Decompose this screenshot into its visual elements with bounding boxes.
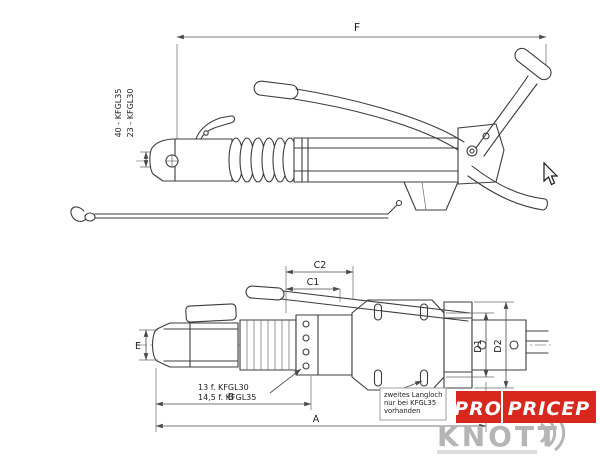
bolt-hole bbox=[302, 348, 310, 356]
mounting-plate-plan bbox=[351, 299, 445, 391]
slot-note-line1: zweites Langloch bbox=[384, 391, 442, 399]
knott-tagline-bar bbox=[437, 450, 537, 454]
coupling-head-plan bbox=[151, 303, 239, 368]
dimension-c1: C1 bbox=[285, 277, 341, 302]
dimension-d2: D2 bbox=[474, 301, 514, 389]
breakaway-cable bbox=[70, 199, 403, 222]
bellows-plan bbox=[239, 319, 297, 371]
lower-lever-arm bbox=[467, 165, 548, 211]
support-bracket bbox=[403, 181, 459, 211]
housing-plan bbox=[295, 314, 353, 376]
dim-label-d2: D2 bbox=[493, 339, 504, 352]
bolt-hole bbox=[302, 320, 310, 328]
dimension-b: B bbox=[155, 368, 312, 432]
slot-note-line2: nur bei KFGL35 bbox=[384, 399, 436, 407]
dim-label-d1: D1 bbox=[473, 339, 484, 352]
bolt-hole bbox=[302, 334, 310, 342]
dim-label-c1: C1 bbox=[307, 277, 320, 288]
cursor-icon bbox=[543, 161, 559, 186]
slot-hole bbox=[419, 303, 429, 321]
dim-label-a: A bbox=[313, 414, 320, 425]
label-kfgl35: 40 - KFGL35 bbox=[114, 89, 123, 138]
damper-assembly-plan bbox=[471, 319, 549, 371]
lever-pivot-plate bbox=[457, 123, 505, 185]
knott-watermark-text: KNOTT bbox=[437, 420, 560, 453]
dim-label-b: B bbox=[228, 392, 235, 403]
dim-label-e: E bbox=[135, 341, 141, 352]
coupling-handle-plan bbox=[185, 303, 237, 323]
slot-note-line3: vorhanden bbox=[384, 407, 420, 415]
dimension-f: F bbox=[176, 21, 547, 149]
dim-label-c2: C2 bbox=[314, 260, 327, 271]
plan-view: C2 C1 E D1 D2 bbox=[135, 260, 552, 432]
hole-diameter-note: 13 f. KFGL30 14,5 f. KFGL35 bbox=[198, 368, 302, 402]
hole-note-line2: 14,5 f. KFGL35 bbox=[198, 393, 256, 402]
handbrake-lever-position-2 bbox=[475, 47, 552, 157]
slot-hole bbox=[373, 303, 383, 321]
coupling-release-handle bbox=[195, 115, 236, 140]
side-view: F 40 - KFGL35 23 - KFGL30 bbox=[70, 21, 552, 222]
crossmember-plan bbox=[443, 301, 473, 389]
hole-note-leader bbox=[269, 368, 302, 394]
coupling-head-side bbox=[149, 115, 236, 182]
logo-right-box bbox=[503, 391, 596, 423]
hole-note-line1: 13 f. KFGL30 bbox=[198, 383, 249, 392]
handbrake-lever-position-1 bbox=[253, 80, 465, 151]
knott-watermark: KNOTT bbox=[437, 414, 566, 454]
slot-hole bbox=[373, 369, 383, 387]
housing-tube-side bbox=[293, 123, 505, 211]
slot-note-box: zweites Langloch nur bei KFGL35 vorhande… bbox=[379, 380, 447, 421]
pro-pricep-logo: PRO PRICEP bbox=[454, 391, 596, 423]
bolt-hole bbox=[302, 362, 310, 370]
logo-text-pricep: PRICEP bbox=[508, 398, 590, 420]
dimension-d1: D1 bbox=[446, 312, 494, 378]
slot-hole bbox=[419, 369, 429, 387]
dim-label-f: F bbox=[354, 21, 360, 34]
dimension-e: E bbox=[135, 329, 158, 361]
logo-left-box bbox=[456, 391, 501, 423]
label-kfgl30: 23 - KFGL30 bbox=[126, 89, 135, 138]
bellows-side bbox=[228, 137, 298, 183]
handbrake-lever-plan bbox=[245, 285, 471, 322]
dimension-c2: C2 bbox=[285, 260, 354, 313]
logo-text-pro: PRO bbox=[454, 398, 502, 420]
